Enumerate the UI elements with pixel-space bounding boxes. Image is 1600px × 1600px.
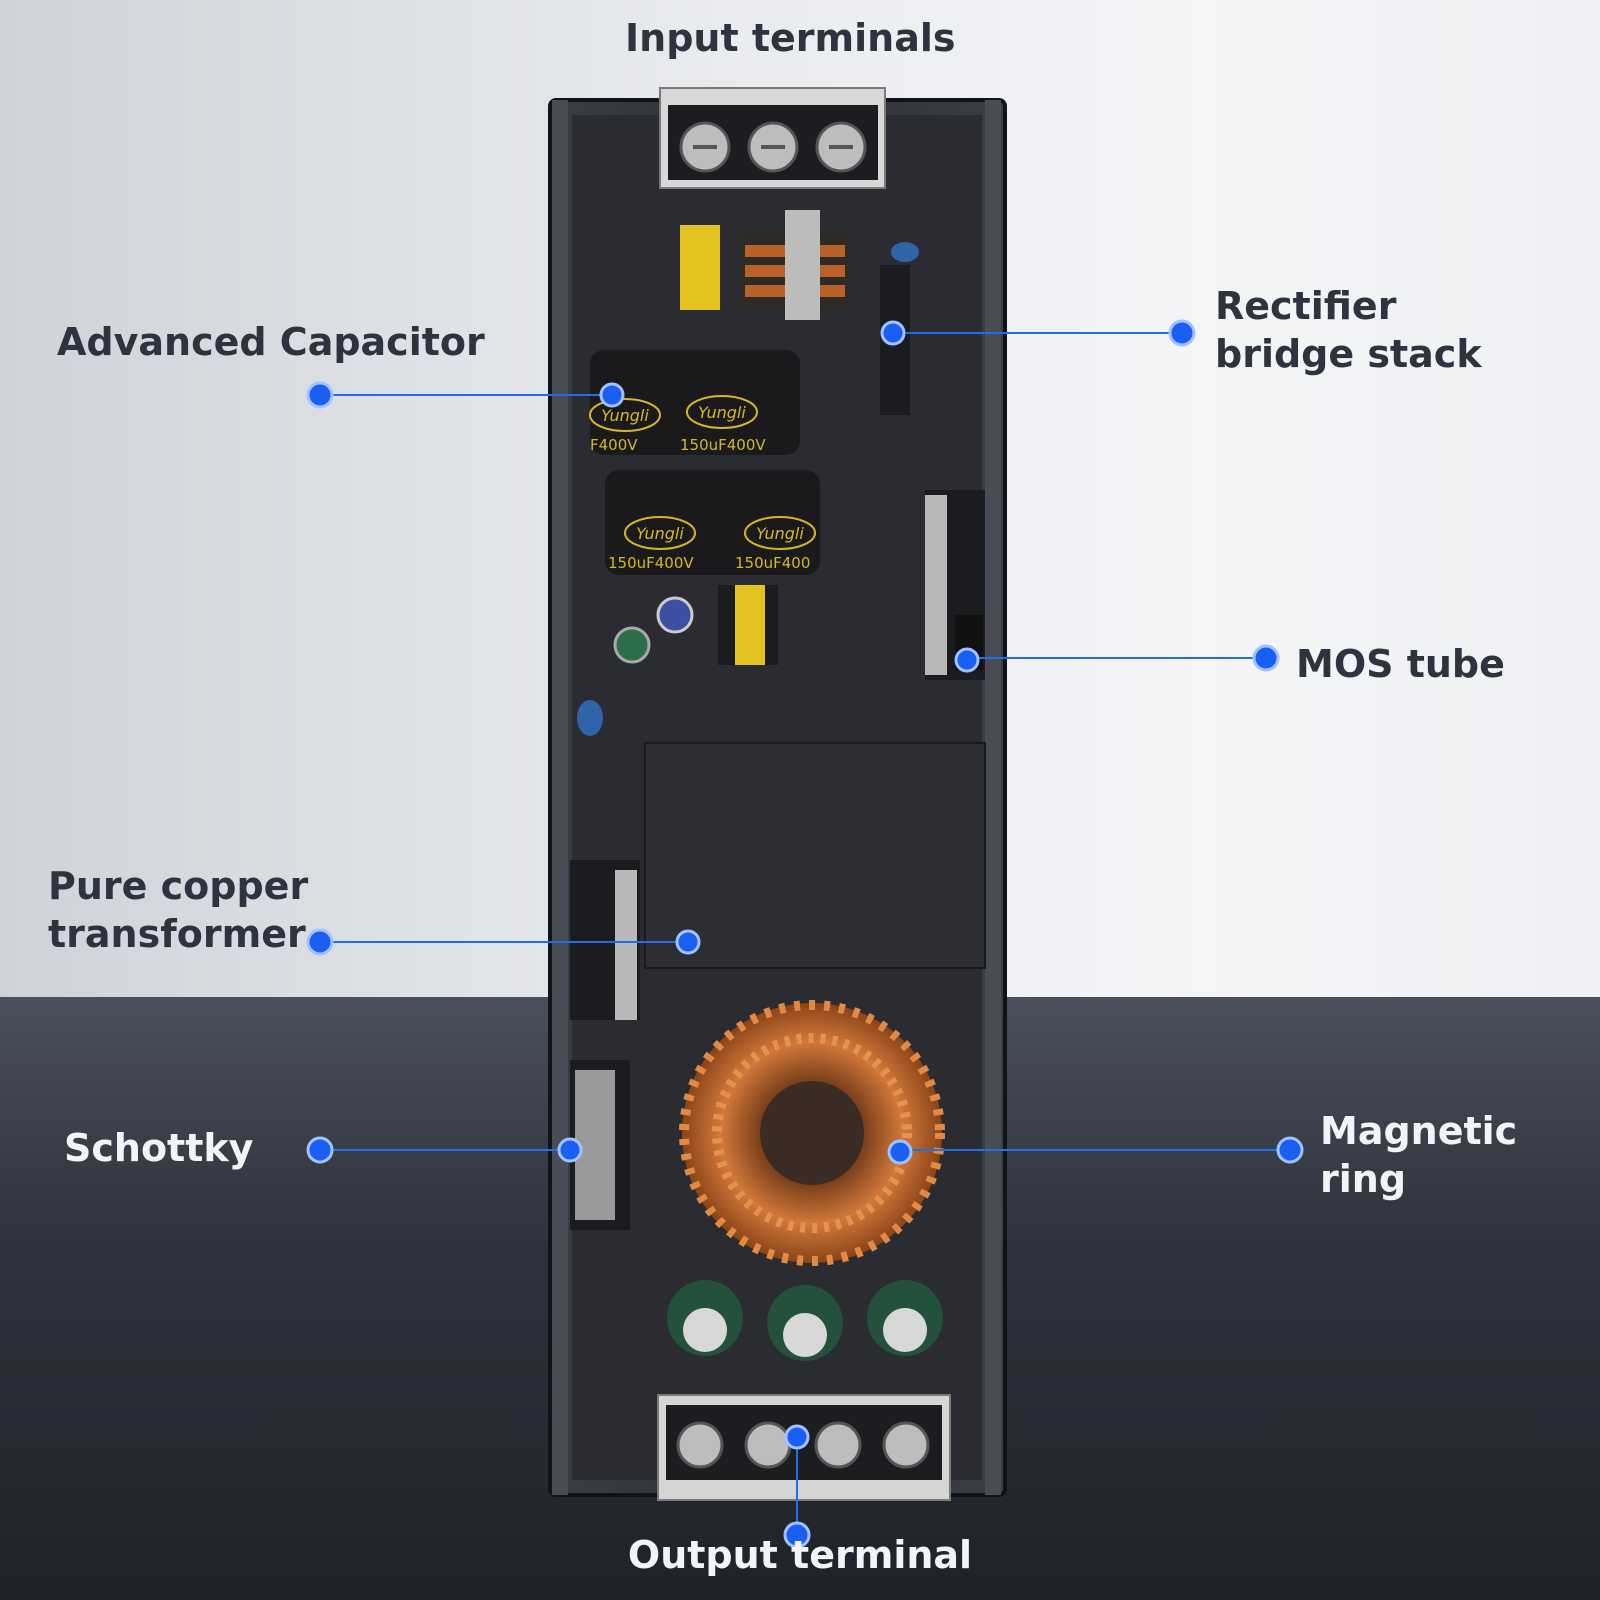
callout-dot-capacitor: [306, 381, 334, 409]
mos-tube: [925, 490, 985, 680]
capacitor-rating-3: 150uF400V: [608, 554, 694, 572]
capacitor-brand-1: Yungli: [601, 406, 649, 425]
capacitor-brand-4: Yungli: [756, 524, 804, 543]
label-pure-copper-line2: transformer: [48, 912, 306, 956]
callout-dot-output: [783, 1521, 811, 1549]
label-mos-tube: MOS tube: [1296, 642, 1505, 686]
callout-dot-magnetic-target: [887, 1139, 913, 1165]
label-magnetic-line2: ring: [1320, 1157, 1407, 1201]
input-terminal-block: [659, 87, 886, 189]
filter-choke: [680, 210, 850, 320]
capacitor-brand-3: Yungli: [636, 524, 684, 543]
callout-dot-schottky: [306, 1136, 334, 1164]
callout-dot-rectifier: [1168, 319, 1196, 347]
callout-dot-magnetic: [1276, 1136, 1304, 1164]
label-magnetic-line1: Magnetic: [1320, 1109, 1518, 1153]
label-rectifier-line1: Rectifier: [1215, 284, 1397, 328]
callout-dot-rectifier-target: [880, 320, 906, 346]
callouts: [306, 319, 1304, 1549]
capacitor-rating-2: 150uF400V: [680, 436, 766, 454]
magnetic-ring-toroid: [679, 1000, 945, 1266]
label-output-terminal: Output terminal: [627, 1533, 973, 1577]
small-components: [577, 585, 778, 736]
callout-dot-mos-target: [954, 647, 980, 673]
label-schottky: Schottky: [64, 1126, 254, 1170]
output-terminal-block: [657, 1394, 951, 1501]
schottky-diode: [570, 860, 640, 1230]
callout-dot-mos: [1252, 644, 1280, 672]
label-pure-copper-line1: Pure copper: [48, 864, 309, 908]
label-rectifier-line2: bridge stack: [1215, 332, 1482, 376]
callout-dot-transformer: [306, 928, 334, 956]
output-capacitors: [667, 1280, 943, 1361]
callout-dot-schottky-target: [557, 1137, 583, 1163]
label-pure-copper-transformer: Pure copper transformer: [48, 862, 308, 958]
callout-dot-capacitor-target: [599, 382, 625, 408]
callout-dot-output-target: [784, 1424, 810, 1450]
callout-dot-transformer-target: [675, 929, 701, 955]
label-advanced-capacitor: Advanced Capacitor: [57, 320, 485, 364]
label-rectifier-bridge-stack: Rectifier bridge stack: [1215, 282, 1482, 378]
pure-copper-transformer: [644, 742, 986, 969]
capacitor-rating-4: 150uF400: [735, 554, 810, 572]
big-capacitors: Yungli Yungli Yungli Yungli F400V 150uF4…: [589, 350, 820, 575]
label-input-terminals: Input terminals: [625, 16, 956, 60]
capacitor-brand-2: Yungli: [698, 403, 746, 422]
capacitor-rating-1: F400V: [590, 436, 638, 454]
label-magnetic-ring: Magnetic ring: [1320, 1107, 1517, 1203]
